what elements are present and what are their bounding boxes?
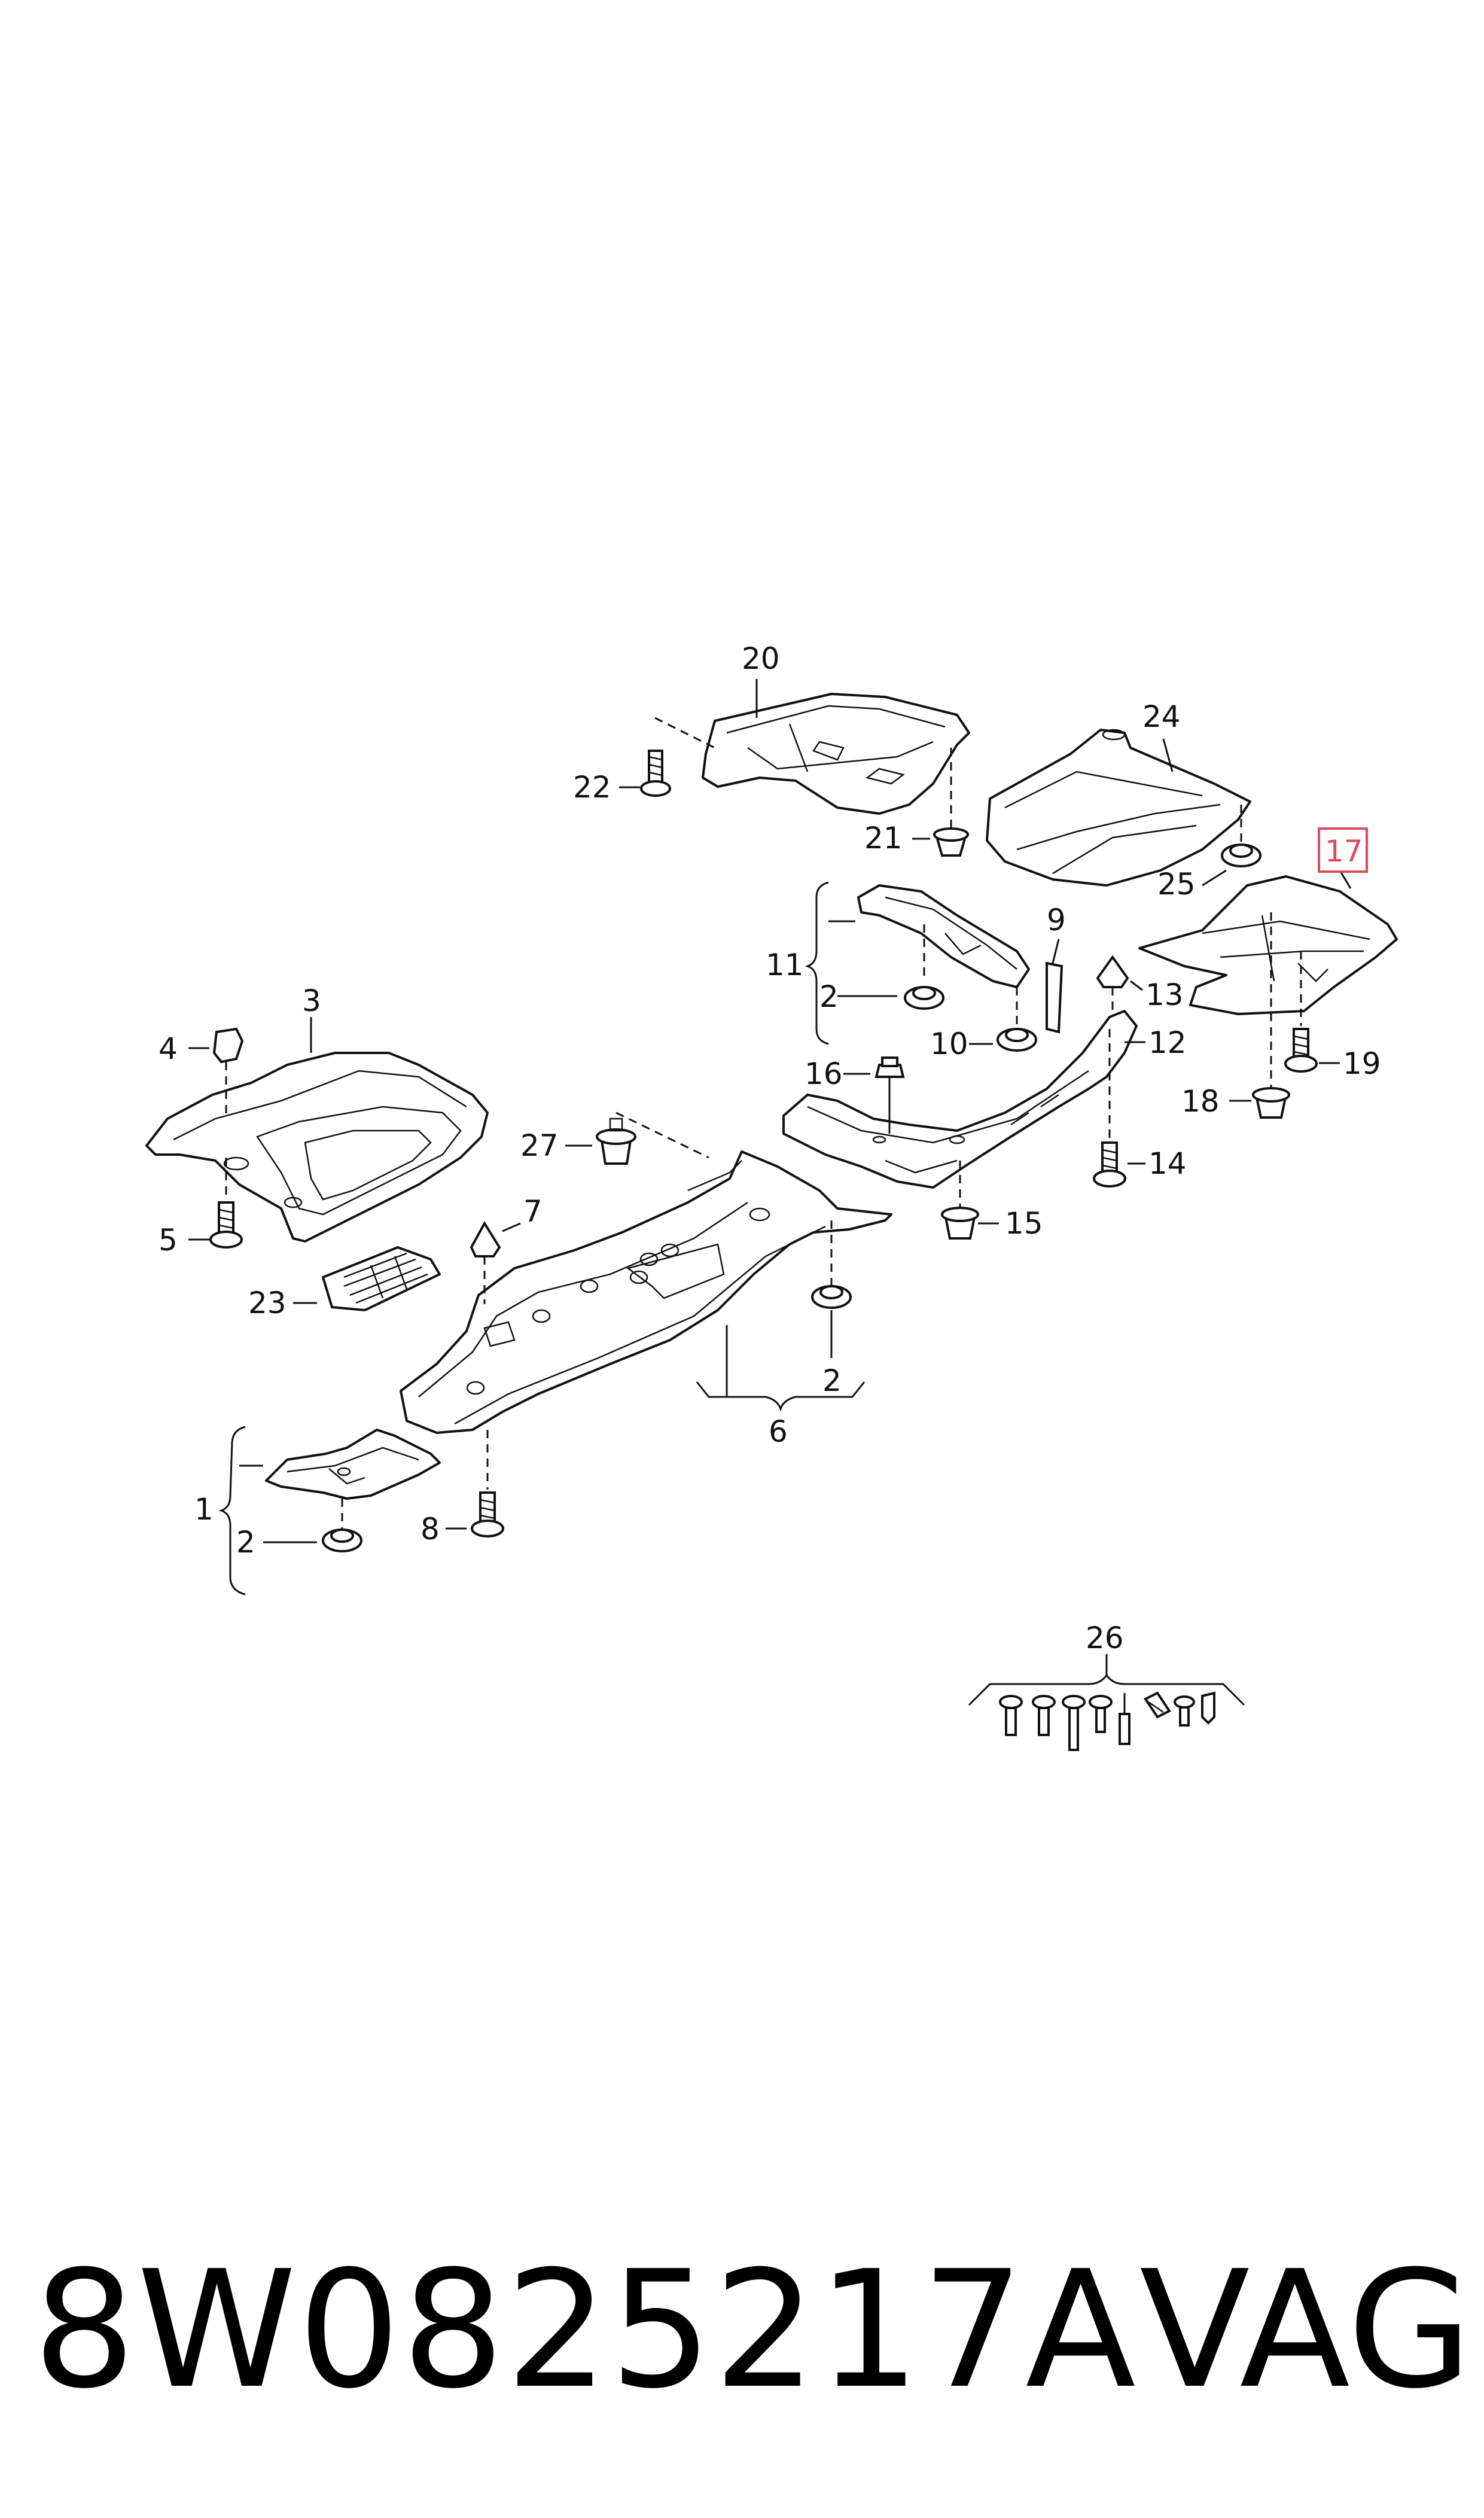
part-8-bolt xyxy=(471,1430,504,1537)
part-10-nut xyxy=(997,987,1037,1052)
label-21: 21 xyxy=(864,821,903,855)
part-25-leader xyxy=(1202,869,1227,887)
part-2b-nut xyxy=(904,986,944,1010)
part-25-nut xyxy=(1221,805,1261,867)
label-18: 18 xyxy=(1181,1084,1220,1119)
label-24: 24 xyxy=(1142,699,1181,734)
part-5-bolt xyxy=(209,1158,243,1249)
label-16: 16 xyxy=(805,1056,843,1091)
label-19: 19 xyxy=(1343,1046,1381,1081)
part-11-bracket-brace xyxy=(805,881,829,1045)
label-8: 8 xyxy=(420,1512,440,1546)
part-2c-nut xyxy=(811,1220,852,1309)
label-12: 12 xyxy=(1148,1025,1187,1060)
label-25: 25 xyxy=(1157,867,1196,902)
part-1-shield xyxy=(265,1429,441,1500)
part-number-caption: 8W0825217A xyxy=(33,2236,1137,2424)
label-13: 13 xyxy=(1145,978,1184,1012)
part-12-rail xyxy=(782,1010,1138,1189)
part-17-leader xyxy=(1339,870,1352,889)
part-15-clip xyxy=(941,1161,979,1240)
part-13-leader xyxy=(1130,980,1143,991)
brand-caption: VAG xyxy=(1139,2236,1473,2424)
label-1: 1 xyxy=(194,1492,214,1527)
part-6-underbody-panel xyxy=(400,1150,892,1434)
part-9-pin xyxy=(1046,939,1064,1034)
label-15: 15 xyxy=(1005,1206,1043,1241)
label-9: 9 xyxy=(1047,903,1066,937)
label-2c: 2 xyxy=(822,1363,842,1398)
part-19-bolt xyxy=(1284,1028,1318,1073)
label-6: 6 xyxy=(769,1414,788,1449)
label-14: 14 xyxy=(1148,1146,1187,1181)
label-22: 22 xyxy=(573,770,611,805)
part-6-brace xyxy=(696,1381,866,1412)
label-5: 5 xyxy=(159,1223,178,1258)
part-20-shield xyxy=(702,693,970,815)
part-18-clip xyxy=(1252,1087,1290,1119)
part-4-clip xyxy=(212,1027,244,1119)
part-17-shield xyxy=(1138,875,1398,1015)
label-17: 17 xyxy=(1325,834,1363,869)
part-27-clip xyxy=(596,1112,709,1165)
part-26-hardware-kit xyxy=(968,1654,1245,1751)
part-16-clip xyxy=(874,1056,905,1134)
label-11: 11 xyxy=(766,948,804,982)
label-23: 23 xyxy=(248,1286,287,1320)
part-21-clip xyxy=(933,748,969,857)
part-7-leader xyxy=(502,1222,521,1232)
label-27: 27 xyxy=(520,1128,559,1163)
label-20: 20 xyxy=(742,641,780,676)
part-24-leader xyxy=(1162,738,1174,772)
part-23-vent xyxy=(322,1246,441,1311)
part-22-bolt xyxy=(640,750,671,797)
label-4: 4 xyxy=(159,1031,178,1066)
label-10: 10 xyxy=(930,1027,968,1061)
part-2a-nut xyxy=(322,1499,362,1552)
part-3-shield xyxy=(145,1052,489,1243)
label-26: 26 xyxy=(1086,1621,1124,1655)
part-11-bracket xyxy=(857,884,1030,988)
part-1-brace xyxy=(218,1426,246,1596)
label-2b: 2 xyxy=(819,979,839,1014)
part-7-clip xyxy=(470,1221,501,1304)
label-7: 7 xyxy=(523,1194,543,1229)
part-20-bolt-guide xyxy=(654,717,715,749)
part-14-bolt xyxy=(1093,1029,1126,1188)
part-17-highlight-box xyxy=(1318,827,1368,873)
label-2a: 2 xyxy=(236,1525,255,1560)
label-3: 3 xyxy=(302,984,321,1018)
part-24-shield xyxy=(986,729,1251,887)
